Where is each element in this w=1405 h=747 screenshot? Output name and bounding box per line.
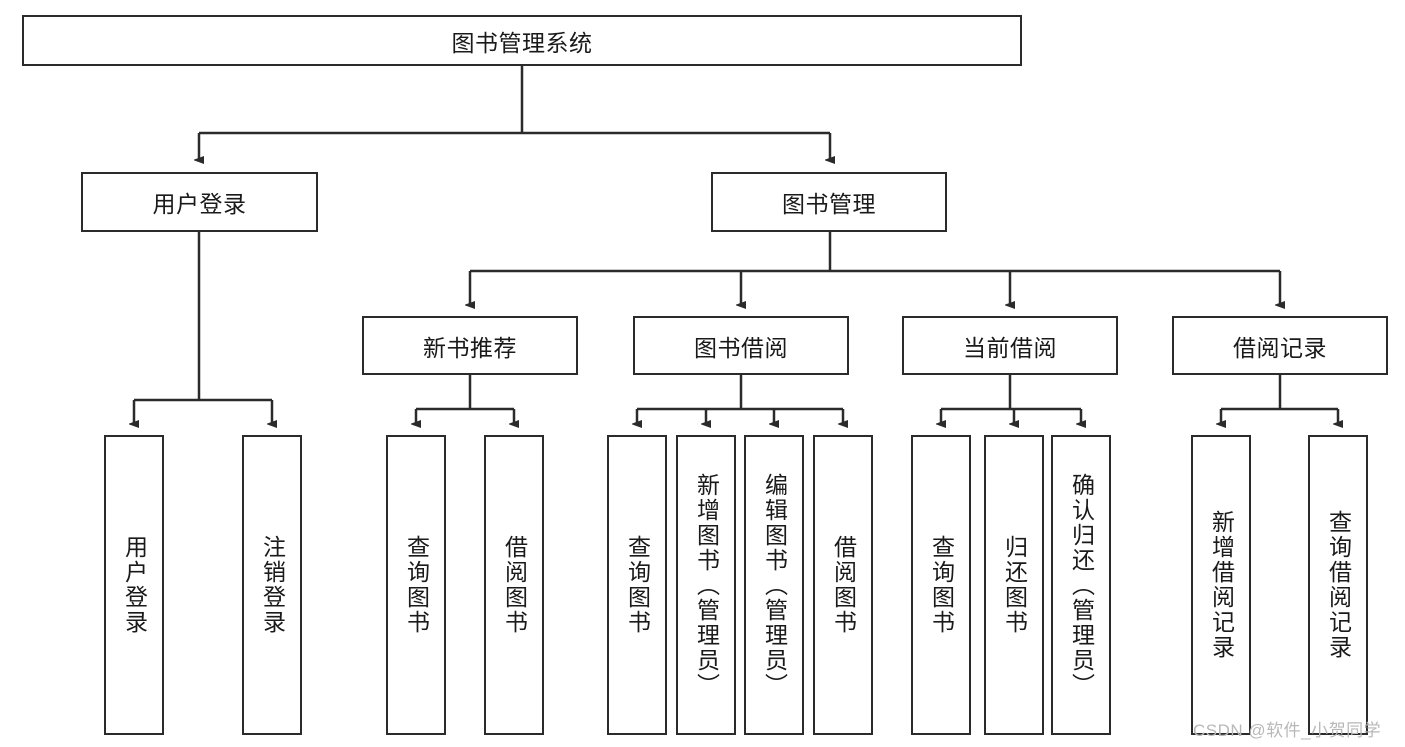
node-leaf-confirm-return[interactable]: 确认归还（管理员） xyxy=(1051,435,1111,735)
node-root[interactable]: 图书管理系统 xyxy=(22,15,1022,66)
node-leaf-query-book-2-label: 查询图书 xyxy=(624,535,651,635)
node-leaf-add-book[interactable]: 新增图书（管理员） xyxy=(676,435,736,735)
node-leaf-add-book-label: 新增图书（管理员） xyxy=(693,472,720,698)
node-current-borrow-label: 当前借阅 xyxy=(963,334,1057,361)
node-book-borrow[interactable]: 图书借阅 xyxy=(633,316,849,375)
node-borrow-record-label: 借阅记录 xyxy=(1233,334,1327,361)
node-user-login-label: 用户登录 xyxy=(152,191,247,217)
node-leaf-add-record-label: 新增借阅记录 xyxy=(1208,510,1235,660)
node-book-borrow-label: 图书借阅 xyxy=(694,334,788,361)
node-leaf-query-book-2[interactable]: 查询图书 xyxy=(607,435,667,735)
node-leaf-query-record-label: 查询借阅记录 xyxy=(1325,510,1352,660)
node-leaf-user-login[interactable]: 用户登录 xyxy=(104,435,164,735)
node-leaf-confirm-return-label: 确认归还（管理员） xyxy=(1068,472,1095,698)
watermark: CSDN @软件_小贺同学 xyxy=(1193,721,1382,740)
node-leaf-return-book[interactable]: 归还图书 xyxy=(984,435,1044,735)
node-leaf-query-book-3[interactable]: 查询图书 xyxy=(911,435,971,735)
node-leaf-borrow-book-1-label: 借阅图书 xyxy=(501,535,528,635)
node-borrow-record[interactable]: 借阅记录 xyxy=(1172,316,1388,375)
node-leaf-edit-book-label: 编辑图书（管理员） xyxy=(761,472,788,698)
node-book-manage[interactable]: 图书管理 xyxy=(711,172,947,232)
node-leaf-query-record[interactable]: 查询借阅记录 xyxy=(1308,435,1368,735)
node-leaf-edit-book[interactable]: 编辑图书（管理员） xyxy=(744,435,804,735)
node-leaf-borrow-book-2-label: 借阅图书 xyxy=(830,535,857,635)
node-leaf-logout-label: 注销登录 xyxy=(259,535,286,635)
node-root-label: 图书管理系统 xyxy=(451,29,593,56)
node-leaf-borrow-book-1[interactable]: 借阅图书 xyxy=(484,435,544,735)
node-leaf-user-login-label: 用户登录 xyxy=(121,535,148,635)
node-leaf-borrow-book-2[interactable]: 借阅图书 xyxy=(813,435,873,735)
node-current-borrow[interactable]: 当前借阅 xyxy=(902,316,1118,375)
node-book-manage-label: 图书管理 xyxy=(782,191,876,217)
node-leaf-logout[interactable]: 注销登录 xyxy=(242,435,302,735)
node-leaf-query-book-1-label: 查询图书 xyxy=(403,535,430,635)
node-user-login[interactable]: 用户登录 xyxy=(81,172,318,232)
node-leaf-add-record[interactable]: 新增借阅记录 xyxy=(1191,435,1251,735)
node-new-book-rec-label: 新书推荐 xyxy=(423,334,517,361)
node-leaf-query-book-1[interactable]: 查询图书 xyxy=(386,435,446,735)
node-leaf-query-book-3-label: 查询图书 xyxy=(928,535,955,635)
node-new-book-rec[interactable]: 新书推荐 xyxy=(362,316,578,375)
node-leaf-return-book-label: 归还图书 xyxy=(1001,535,1028,635)
